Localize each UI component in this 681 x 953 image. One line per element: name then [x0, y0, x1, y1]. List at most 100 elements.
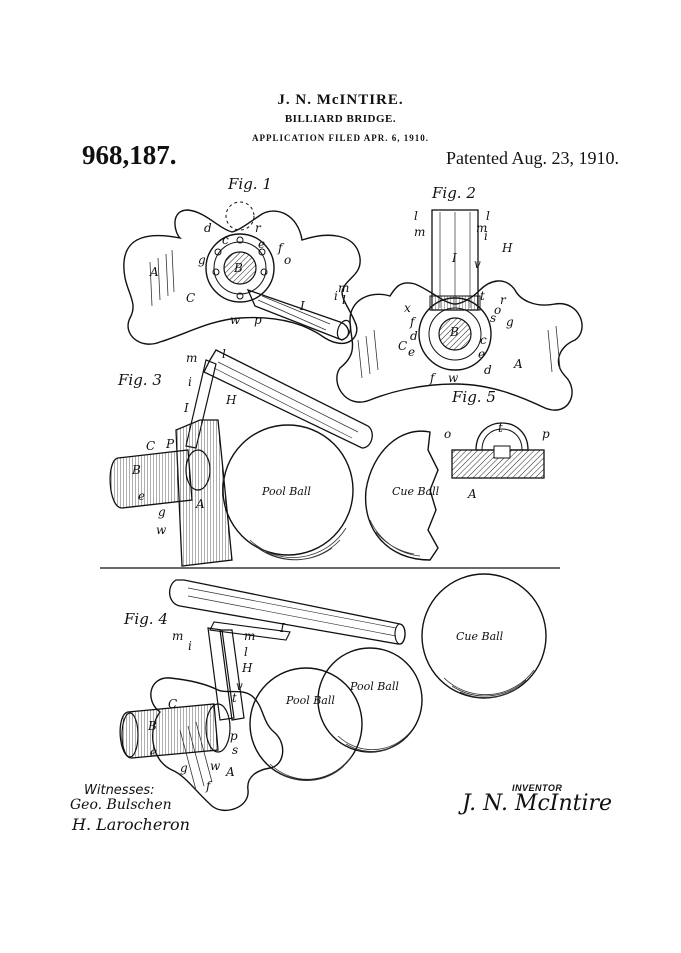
reference-letter: m — [338, 281, 349, 295]
reference-letter: m — [172, 629, 183, 643]
figure-4-pool-ball-2-label: Pool Ball — [349, 680, 399, 693]
reference-letter: o — [284, 253, 291, 267]
reference-letter: f — [429, 371, 437, 385]
figure-4-cue-shaft — [119, 703, 219, 759]
figure-3-bridge-plate — [175, 419, 233, 567]
reference-letter: p — [230, 729, 238, 743]
reference-letter: l — [414, 209, 418, 223]
reference-letter: f — [205, 779, 213, 793]
reference-letter: g — [180, 761, 188, 775]
reference-letter: t — [232, 691, 237, 705]
reference-letter: H — [501, 241, 513, 255]
reference-letter: l — [244, 645, 248, 659]
reference-letter: i — [188, 639, 192, 653]
reference-letter: I — [279, 621, 285, 635]
figure-4-pool-ball-2 — [317, 647, 423, 753]
patented-date: Patented Aug. 23, 1910. — [446, 148, 619, 168]
figure-4-pool-ball-label: Pool Ball — [285, 694, 335, 707]
reference-letter: l — [486, 209, 490, 223]
reference-letter: o — [444, 427, 451, 441]
reference-letters-fig1: d c r e g o f B A C I m i l w p — [149, 221, 349, 327]
reference-letter: d — [204, 221, 212, 235]
figure-4: Fig. 4 Pool Ball Pool Ball Cue Ball — [119, 573, 547, 811]
reference-letters-fig5: o t p A — [444, 421, 550, 501]
figure-1-collar — [205, 233, 275, 303]
reference-letter: g — [158, 505, 166, 519]
reference-letter: i — [484, 229, 488, 243]
figure-4-cue-stick — [169, 579, 406, 645]
reference-letter: l — [222, 347, 226, 361]
reference-letters-fig3: m l i I H C P B e g A w — [131, 347, 237, 537]
inventor-label: INVENTOR — [512, 783, 563, 793]
reference-letter: C — [398, 339, 407, 353]
figure-1: Fig. 1 — [123, 175, 361, 345]
figure-3-pool-ball — [222, 424, 354, 556]
reference-letter: w — [230, 313, 241, 327]
application-filed-date: APPLICATION FILED APR. 6, 1910. — [251, 133, 430, 143]
reference-letter: w — [156, 523, 167, 537]
reference-letter: m — [414, 225, 425, 239]
reference-letter: w — [210, 759, 221, 773]
reference-letter: s — [232, 743, 238, 757]
reference-letter: A — [225, 765, 235, 779]
reference-letter: e — [408, 345, 415, 359]
reference-letter: B — [449, 325, 459, 339]
reference-letter: B — [131, 463, 141, 477]
figure-1-collar-inner — [213, 241, 267, 295]
figure-3-label: Fig. 3 — [117, 371, 162, 389]
witness-1-signature: Geo. Bulschen — [70, 797, 172, 813]
figure-4-cue-ball-label: Cue Ball — [456, 630, 504, 643]
reference-letter: P — [165, 437, 175, 451]
figure-4-label: Fig. 4 — [123, 610, 168, 628]
reference-letter: i — [334, 289, 338, 303]
figure-3-cue-ball-label: Cue Ball — [392, 485, 440, 498]
reference-letter: f — [409, 315, 417, 329]
figure-5-label: Fig. 5 — [451, 388, 496, 406]
reference-letter: r — [500, 293, 507, 307]
reference-letter: v — [474, 257, 481, 271]
inventor-name: J. N. McINTIRE. — [277, 92, 404, 108]
reference-letter: m — [244, 629, 255, 643]
reference-letter: i — [188, 375, 192, 389]
reference-letter: B — [147, 719, 157, 733]
reference-letter: C — [168, 697, 177, 711]
figure-2-shaft-section — [438, 317, 472, 351]
reference-letter: I — [183, 401, 189, 415]
figure-3-cue-rod — [203, 349, 373, 449]
reference-letter: m — [476, 221, 487, 235]
reference-letter: t — [498, 421, 503, 435]
figure-5-clip — [475, 422, 529, 451]
reference-letter: I — [451, 251, 457, 265]
reference-letter: A — [149, 265, 159, 279]
figure-1-label: Fig. 1 — [227, 175, 272, 193]
reference-letter: e — [258, 237, 265, 251]
reference-letter: o — [494, 303, 501, 317]
witness-2-signature: H. Larocheron — [72, 815, 190, 834]
reference-letter: p — [542, 427, 550, 441]
figure-1-bridge-body — [123, 209, 361, 345]
figure-2: Fig. 2 — [336, 184, 583, 411]
reference-letter: d — [484, 363, 492, 377]
reference-letter: H — [225, 393, 237, 407]
reference-letter: c — [222, 233, 229, 247]
patent-number: 968,187. — [82, 140, 177, 170]
reference-letter: d — [410, 329, 418, 343]
reference-letter: A — [513, 357, 523, 371]
reference-letter: w — [448, 371, 459, 385]
reference-letter: l — [342, 293, 346, 307]
reference-letter: t — [480, 289, 485, 303]
reference-letter: g — [198, 253, 206, 267]
reference-letter: f — [277, 241, 285, 255]
reference-letter: s — [490, 311, 496, 325]
reference-letter: p — [254, 313, 262, 327]
reference-letter: I — [299, 299, 305, 313]
figure-1-dashed-circle — [225, 201, 255, 231]
reference-letter: B — [233, 261, 243, 275]
reference-letter: r — [255, 221, 262, 235]
reference-letter: H — [241, 661, 253, 675]
witnesses-label: Witnesses: — [84, 783, 155, 798]
reference-letter: c — [480, 333, 487, 347]
reference-letter: C — [186, 291, 195, 305]
figure-3-pool-ball-label: Pool Ball — [261, 485, 311, 498]
